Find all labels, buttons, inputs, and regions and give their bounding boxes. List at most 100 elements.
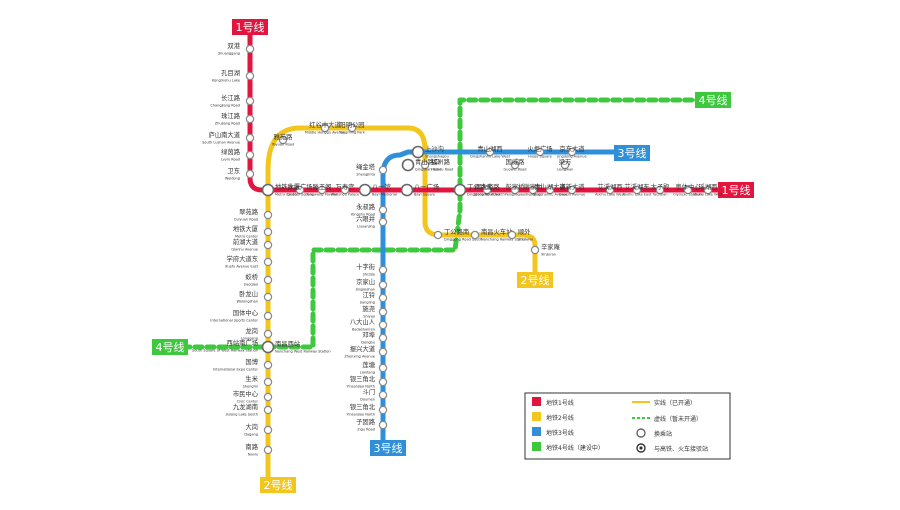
- station-name-en: Bayi Square: [414, 193, 435, 197]
- station-name: 卧龙山: [239, 289, 258, 298]
- legend: 地铁1号线地铁2号线地铁3号线地铁4号线（建设中）实线（已开通）虚线（暂未开通）…: [524, 392, 731, 460]
- station-name-en: Xinjia'an: [541, 253, 556, 257]
- station-marker: [340, 185, 350, 195]
- station-name: 太子殿: [651, 182, 671, 191]
- station-marker: [263, 240, 273, 250]
- station-name: 生米: [245, 374, 258, 383]
- station-name-en: Shengjinta: [356, 173, 375, 177]
- station-name: 庐山南大道: [209, 130, 241, 139]
- station-stations.line2_arc.2[interactable]: 阳明公园 Yangming Park: [339, 120, 366, 135]
- station-name-en: Tengwang Pavilion: [305, 193, 338, 197]
- station-name-en: Guowei Road: [504, 168, 527, 172]
- station-marker: [507, 230, 517, 240]
- station-name-en: Longgang: [241, 337, 258, 341]
- station-marker: [263, 275, 273, 285]
- legend-item-dashed: 虚线（暂未开通）: [632, 415, 702, 423]
- station-name: 丁公路南: [444, 227, 469, 236]
- station-marker: [263, 445, 273, 455]
- station-name-en: Aixihu Lake West: [595, 193, 625, 197]
- station-stations.line1_left.4[interactable]: 庐山南大道 South Lushan Avenue: [202, 130, 255, 145]
- legend-item-line4: 地铁4号线（建设中）: [532, 442, 604, 452]
- station-name-en: Weidong: [225, 177, 240, 181]
- line-badge-line3-right: 3号线: [614, 145, 650, 161]
- station-name: 阳明公园: [339, 120, 364, 129]
- station-name-en: Olympic Stadium: [673, 193, 704, 197]
- station-name-en: Jingdong Avenue: [556, 155, 586, 159]
- station-name: 龙岗: [245, 326, 258, 335]
- station-stations.line2_south.7[interactable]: 龙岗 Longgang: [241, 326, 273, 341]
- station-name: 南路: [245, 442, 258, 451]
- station-name-en: Yangming Park: [339, 131, 366, 135]
- station-name-en: South Lushan Avenue: [202, 141, 240, 145]
- station-name-en: Cuiyuan Road: [234, 218, 258, 222]
